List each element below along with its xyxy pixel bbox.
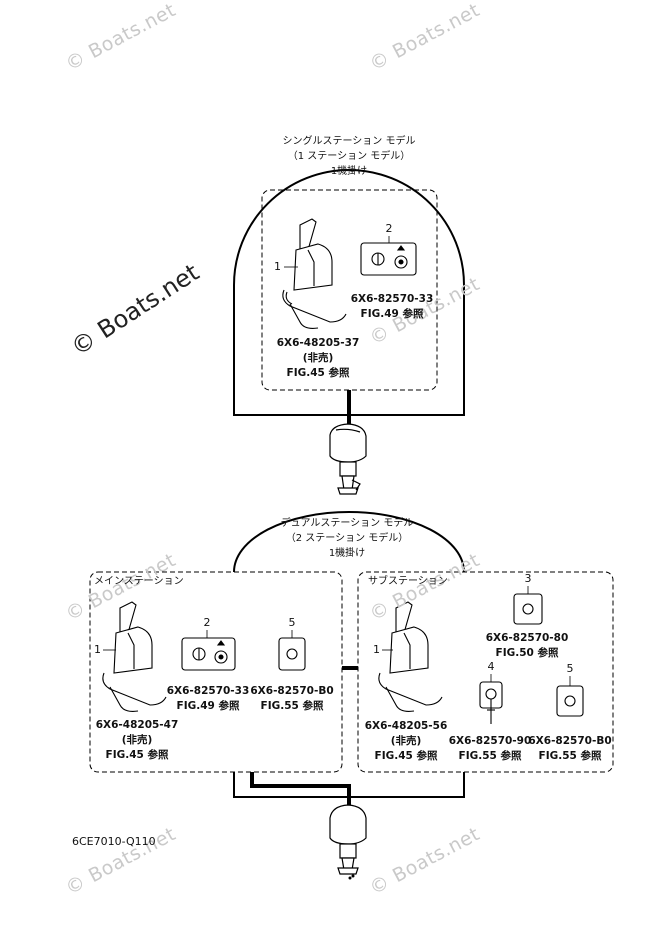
single-station-caption: 1機掛け [330,166,368,177]
callout-number: 4 [487,660,495,673]
part-note: (非売) [302,352,334,364]
part-number: 6X6-82570-B0 [528,735,612,747]
callout-number: 3 [524,572,532,585]
dual-station-subtitle: （2 ステーション モデル） [285,533,409,544]
dual-station-cable [250,772,351,808]
leader-lines [103,236,571,686]
callout-number: 1 [274,260,281,273]
push-switch-icon [513,593,543,625]
figure-reference: FIG.50 参照 [495,647,559,659]
figure-reference: FIG.45 参照 [105,749,169,761]
callout-number: 2 [385,222,393,235]
callout-number: 1 [94,643,101,656]
figure-reference: FIG.45 参照 [374,750,438,762]
part-note: (非売) [121,734,153,746]
dual-station-caption: 1機掛け [328,548,366,559]
single-station-title: シングルステーション モデル [282,136,416,147]
figure-reference: FIG.55 参照 [260,700,324,712]
callout-number: 1 [373,643,380,656]
push-switch-icon [556,685,584,717]
single-station-subtitle: （1 ステーション モデル） [287,151,411,162]
drawing-code: 6CE7010-Q110 [72,835,156,848]
dual-station-arch [233,511,465,573]
part-number: 6X6-82570-33 [166,685,250,697]
figure-reference: FIG.55 参照 [458,750,522,762]
part-number: 6X6-82570-33 [350,293,434,305]
figure-reference: FIG.49 参照 [360,308,424,320]
outboard-motor-icon [329,804,367,880]
main-station-dashed-box [89,571,343,773]
outboard-motor-icon [329,423,367,495]
switch-panel-icon [360,242,417,276]
single-station-dashed-box [261,189,438,391]
part-number: 6X6-82570-80 [485,632,569,644]
single-station-outline [233,169,465,416]
figure-reference: FIG.55 参照 [538,750,602,762]
part-number: 6X6-82570-B0 [250,685,334,697]
dual-station-title: デュアルステーション モデル [280,518,414,529]
callout-number: 5 [566,662,574,675]
remote-control-icon [102,601,167,712]
part-number: 6X6-82570-90 [448,735,532,747]
part-number: 6X6-48205-47 [95,719,179,731]
switch-panel-icon [181,637,236,671]
main-station-title: メインステーション [94,576,184,587]
part-number: 6X6-48205-37 [276,337,360,349]
figure-reference: FIG.45 参照 [286,367,350,379]
push-switch-icon [278,637,306,671]
remote-control-icon [378,601,443,712]
part-note: (非売) [390,735,422,747]
key-switch-icon [479,681,503,724]
part-number: 6X6-48205-56 [364,720,448,732]
callout-number: 2 [203,616,211,629]
sub-station-title: サブステーション [368,576,448,587]
figure-reference: FIG.49 参照 [176,700,240,712]
callout-number: 5 [288,616,296,629]
remote-control-icon [282,218,347,329]
